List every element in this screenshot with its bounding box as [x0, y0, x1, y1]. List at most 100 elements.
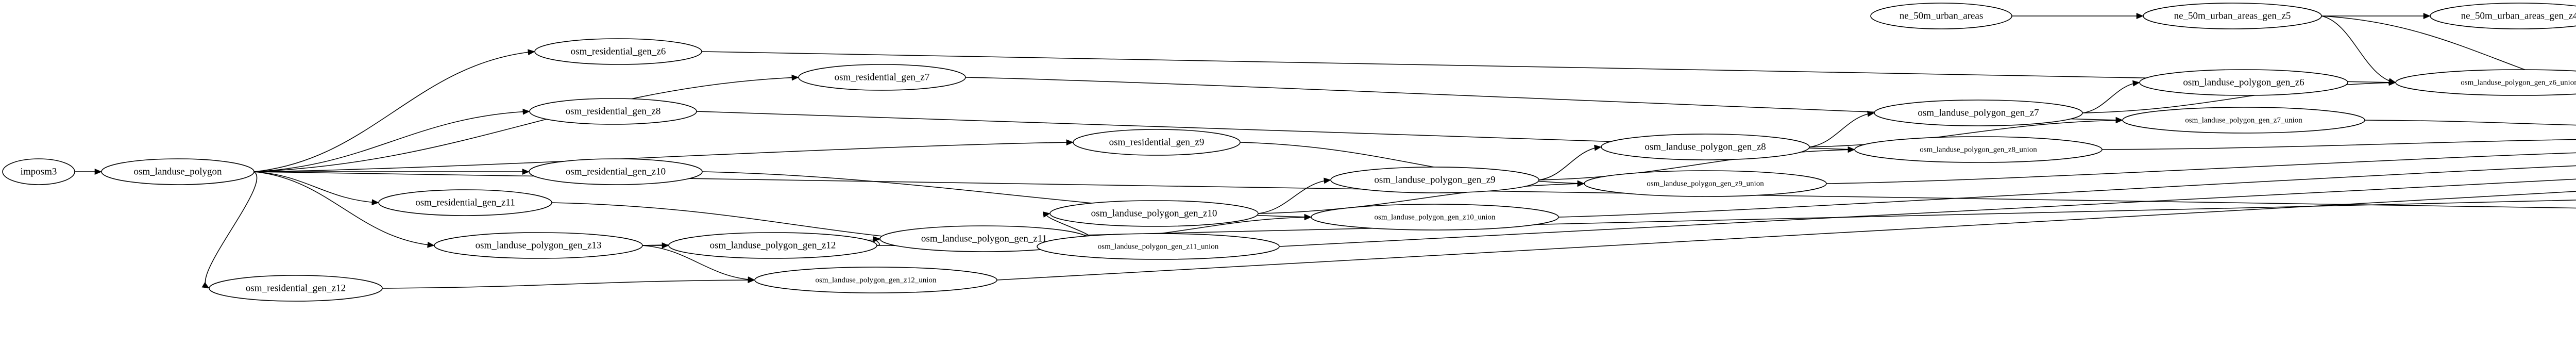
graph-node-osm_landuse_polygon_gen_z11_union[interactable]: osm_landuse_polygon_gen_z11_union	[1037, 233, 1280, 260]
graph-edge-osm_landuse_polygon_gen_z7--to--osm_landuse_polygon_gen_z6	[2082, 82, 2139, 113]
node-shape[interactable]	[1584, 170, 1827, 197]
graph-node-osm_residential_gen_z7[interactable]: osm_residential_gen_z7	[798, 64, 966, 91]
graph-edge-osm_landuse_polygon_gen_z10--to--osm_landuse_polygon_gen_z9	[1258, 179, 1330, 214]
graph-node-osm_landuse_polygon_gen_z8_union[interactable]: osm_landuse_polygon_gen_z8_union	[1854, 136, 2103, 163]
graph-node-ne_50m_urban_areas_gen_z5[interactable]: ne_50m_urban_areas_gen_z5	[2143, 3, 2322, 29]
graph-node-osm_residential_gen_z10[interactable]: osm_residential_gen_z10	[529, 158, 703, 185]
edge-arrowhead	[1042, 211, 1050, 218]
node-shape[interactable]	[534, 38, 702, 65]
edge-arrowhead	[2115, 117, 2123, 123]
graph-node-osm_landuse_polygon_gen_z9_union[interactable]: osm_landuse_polygon_gen_z9_union	[1584, 170, 1827, 197]
node-shape[interactable]	[2430, 3, 2576, 29]
edge-arrowhead	[1577, 180, 1585, 187]
graph-edge-osm_landuse_polygon_gen_z12_union--to--layer_landuse_z12	[996, 190, 2576, 281]
edge-arrowhead	[2132, 80, 2140, 87]
graph-edge-osm_landuse_polygon_gen_z10--to--osm_landuse_polygon_gen_z9_union	[1258, 183, 1584, 214]
node-shape[interactable]	[754, 267, 997, 293]
node-shape[interactable]	[1330, 167, 1539, 193]
graph-edge-osm_landuse_polygon--to--osm_residential_gen_z9	[253, 142, 1073, 172]
edge-arrowhead	[748, 277, 755, 284]
graph-edge-osm_landuse_polygon--to--osm_residential_gen_z12	[205, 171, 258, 289]
graph-edge-osm_landuse_polygon_gen_z9--to--osm_landuse_polygon_gen_z8	[1538, 146, 1601, 180]
graph-node-osm_landuse_polygon_gen_z10_union[interactable]: osm_landuse_polygon_gen_z10_union	[1311, 204, 1559, 231]
node-shape[interactable]	[529, 98, 697, 125]
node-label: osm_residential_gen_z10	[566, 166, 666, 177]
node-shape[interactable]	[2143, 3, 2322, 29]
graph-edge-osm_residential_gen_z12--to--osm_landuse_polygon_gen_z12_union	[382, 279, 754, 289]
node-shape[interactable]	[1601, 134, 1810, 160]
node-label: imposm3	[21, 166, 57, 177]
graph-node-osm_landuse_polygon_gen_z11[interactable]: osm_landuse_polygon_gen_z11	[879, 225, 1089, 252]
graph-edge-osm_landuse_polygon--to--osm_landuse_polygon_gen_z13	[253, 171, 434, 246]
node-label: osm_residential_gen_z7	[835, 72, 930, 83]
graph-edge-osm_landuse_polygon--to--osm_residential_gen_z6	[253, 51, 534, 172]
graph-edge-osm_landuse_polygon--to--osm_residential_gen_z8	[253, 111, 529, 172]
node-shape[interactable]	[2139, 69, 2348, 96]
node-shape[interactable]	[1311, 204, 1559, 231]
node-shape[interactable]	[529, 158, 703, 185]
graph-node-osm_residential_gen_z11[interactable]: osm_residential_gen_z11	[378, 189, 552, 216]
node-shape[interactable]	[1874, 100, 2083, 126]
node-shape[interactable]	[434, 232, 643, 259]
node-shape[interactable]	[1073, 129, 1241, 156]
node-label: ne_50m_urban_areas_gen_z4	[2461, 10, 2576, 21]
edge-arrowhead	[528, 49, 535, 56]
edge-arrowhead	[1324, 177, 1331, 184]
node-shape[interactable]	[2, 158, 75, 185]
edge-arrowhead	[2136, 13, 2144, 19]
graph-node-osm_residential_gen_z9[interactable]: osm_residential_gen_z9	[1073, 129, 1241, 156]
node-shape[interactable]	[1049, 200, 1259, 227]
graph-node-osm_landuse_polygon_gen_z6[interactable]: osm_landuse_polygon_gen_z6	[2139, 69, 2348, 96]
node-shape[interactable]	[798, 64, 966, 91]
node-shape[interactable]	[668, 232, 877, 259]
graph-node-osm_landuse_polygon_gen_z6_union[interactable]: osm_landuse_polygon_gen_z6_union	[2395, 69, 2576, 96]
node-shape[interactable]	[101, 158, 255, 185]
graph-node-osm_landuse_polygon_gen_z8[interactable]: osm_landuse_polygon_gen_z8	[1601, 134, 1810, 160]
graph-edge-osm_landuse_polygon--to--osm_residential_gen_z11	[253, 171, 378, 203]
node-shape[interactable]	[1870, 3, 2012, 29]
node-shape[interactable]	[1037, 233, 1280, 260]
graph-edge-osm_landuse_polygon_gen_z9_union--to--layer_landuse_z9	[1826, 152, 2576, 184]
edge-arrowhead	[427, 241, 435, 248]
graph-node-osm_landuse_polygon_gen_z7_union[interactable]: osm_landuse_polygon_gen_z7_union	[2122, 107, 2365, 134]
graph-node-ne_50m_urban_areas_gen_z4[interactable]: ne_50m_urban_areas_gen_z4	[2430, 3, 2576, 29]
node-label: osm_residential_gen_z11	[415, 197, 515, 208]
graph-node-osm_landuse_polygon_gen_z12_union[interactable]: osm_landuse_polygon_gen_z12_union	[754, 267, 997, 293]
edge-arrowhead	[371, 199, 379, 206]
graph-node-osm_residential_gen_z6[interactable]: osm_residential_gen_z6	[534, 38, 702, 65]
graph-edge-osm_landuse_polygon_gen_z13--to--osm_landuse_polygon_gen_z12_union	[642, 245, 754, 281]
graph-node-osm_residential_gen_z12[interactable]: osm_residential_gen_z12	[209, 275, 383, 302]
edge-arrowhead	[2423, 13, 2431, 19]
node-shape[interactable]	[209, 275, 383, 302]
node-label: osm_landuse_polygon_gen_z8	[1645, 141, 1766, 152]
graph-node-osm_landuse_polygon[interactable]: osm_landuse_polygon	[101, 158, 255, 185]
node-shape[interactable]	[378, 189, 552, 216]
node-label: osm_landuse_polygon_gen_z10	[1091, 208, 1217, 219]
graph-node-osm_landuse_polygon_gen_z9[interactable]: osm_landuse_polygon_gen_z9	[1330, 167, 1539, 193]
node-label: osm_landuse_polygon_gen_z9	[1374, 174, 1495, 185]
graph-node-osm_landuse_polygon_gen_z12[interactable]: osm_landuse_polygon_gen_z12	[668, 232, 877, 259]
graph-edge-ne_50m_urban_areas_gen_z5--to--layer_landuse_z5	[2321, 15, 2576, 87]
graph-edge-osm_landuse_polygon_gen_z8--to--osm_landuse_polygon_gen_z7_union	[1809, 120, 2122, 147]
node-label: osm_landuse_polygon_gen_z9_union	[1647, 179, 1764, 188]
graph-edge-osm_landuse_polygon--to--osm_residential_gen_z7	[253, 77, 798, 172]
graph-node-ne_50m_urban_areas[interactable]: ne_50m_urban_areas	[1870, 3, 2012, 29]
edge-arrowhead	[522, 108, 530, 115]
graph-node-osm_residential_gen_z8[interactable]: osm_residential_gen_z8	[529, 98, 697, 125]
graph-node-osm_landuse_polygon_gen_z7[interactable]: osm_landuse_polygon_gen_z7	[1874, 100, 2083, 126]
node-label: osm_landuse_polygon_gen_z12	[710, 240, 836, 251]
node-shape[interactable]	[1854, 136, 2103, 163]
node-label: osm_landuse_polygon_gen_z13	[476, 240, 602, 251]
nodes-layer: imposm3 osm_landuse_polygon osm_residentia…	[2, 3, 2576, 302]
node-label: osm_residential_gen_z8	[566, 106, 661, 117]
node-label: osm_landuse_polygon_gen_z11_union	[1098, 242, 1219, 251]
node-label: osm_landuse_polygon_gen_z12_union	[816, 276, 937, 284]
node-shape[interactable]	[2395, 69, 2576, 96]
graph-node-osm_landuse_polygon_gen_z10[interactable]: osm_landuse_polygon_gen_z10	[1049, 200, 1259, 227]
edge-arrowhead	[1594, 144, 1602, 151]
node-shape[interactable]	[2122, 107, 2365, 134]
node-label: osm_landuse_polygon_gen_z11	[921, 233, 1047, 244]
graph-node-imposm3[interactable]: imposm3	[2, 158, 75, 185]
graph-node-osm_landuse_polygon_gen_z13[interactable]: osm_landuse_polygon_gen_z13	[434, 232, 643, 259]
graph-edge-ne_50m_urban_areas_gen_z5--to--osm_landuse_polygon_gen_z6_union	[2321, 15, 2395, 83]
